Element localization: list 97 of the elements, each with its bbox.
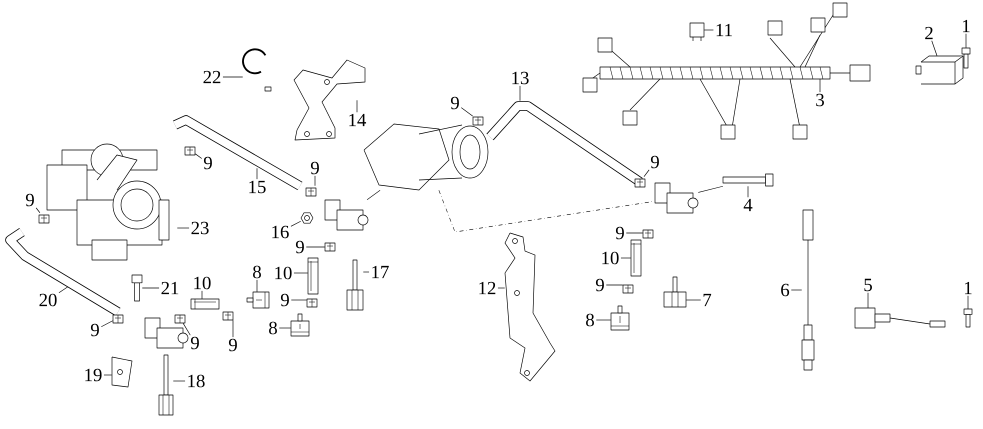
clip-drawing	[472, 116, 484, 126]
callout-number: 9	[228, 338, 237, 352]
callout-number: 5	[864, 278, 872, 292]
leader-line	[290, 220, 302, 227]
leader-line	[314, 176, 316, 186]
assembly-line	[438, 190, 654, 232]
bolt-drawing	[964, 308, 972, 328]
callout-number: 9	[596, 278, 604, 292]
leader-line	[644, 170, 650, 178]
tube-h-drawing	[190, 298, 220, 310]
valve-drawing	[144, 318, 188, 348]
callout-number: 8	[253, 266, 261, 278]
sensor-v-drawing	[802, 210, 814, 370]
bolt-h-drawing	[722, 174, 774, 186]
callout-number: 9	[280, 294, 289, 306]
valve-drawing	[324, 200, 368, 230]
nut-drawing	[300, 212, 314, 224]
sensor-h-drawing	[854, 308, 946, 328]
callout-number: 17	[372, 266, 389, 278]
callout-number: 8	[586, 314, 594, 326]
clip-drawing	[324, 242, 336, 252]
leader-line	[256, 280, 258, 292]
callout-number: 23	[191, 222, 209, 234]
relay-drawing	[916, 56, 964, 84]
callout-number: 21	[161, 282, 178, 294]
bracket-top-drawing	[294, 60, 366, 140]
leader-line	[626, 232, 644, 234]
callout-number: 10	[602, 252, 619, 264]
leader-line	[104, 374, 112, 376]
callout-number: 2	[925, 26, 933, 40]
callout-number: 9	[296, 240, 304, 254]
callout-number: 9	[310, 162, 319, 174]
clip-drawing	[634, 178, 646, 188]
leader-line	[606, 284, 624, 286]
connector-drawing	[346, 260, 364, 310]
callout-number: 9	[450, 96, 459, 110]
leader-line	[232, 320, 234, 338]
bolt-drawing	[962, 48, 970, 68]
callout-number: 13	[512, 72, 529, 84]
small-bracket-drawing	[112, 356, 132, 388]
callout-number: 19	[85, 368, 102, 382]
leader-line	[294, 272, 308, 274]
callout-number: 6	[781, 284, 790, 296]
wire-harness-drawing	[582, 2, 870, 140]
clip-drawing	[112, 314, 124, 324]
leader-line	[460, 107, 474, 116]
leader-line	[194, 153, 202, 159]
valve-drawing	[654, 182, 698, 214]
tube-v-drawing	[308, 258, 318, 294]
leader-line	[931, 40, 938, 56]
callout-number: 10	[275, 266, 292, 280]
callout-number: 8	[269, 322, 277, 334]
cap-v-drawing	[290, 314, 310, 336]
clip-drawing	[622, 284, 634, 294]
callout-number: 1	[962, 20, 970, 32]
leader-line	[182, 322, 191, 336]
bracket-tall-drawing	[504, 232, 556, 382]
callout-number: 18	[188, 374, 205, 388]
leader-line	[256, 168, 258, 180]
assembly-line	[366, 190, 380, 200]
clip-drawing	[174, 314, 186, 324]
clip-drawing	[306, 298, 318, 308]
leader-line	[58, 286, 68, 294]
leader-line	[222, 76, 244, 78]
callout-number: 4	[744, 198, 752, 212]
leader-line	[306, 246, 326, 248]
callout-number: 16	[272, 226, 289, 238]
connector-drawing	[158, 354, 174, 416]
connector-drawing	[664, 276, 686, 308]
bolt-drawing	[132, 274, 142, 302]
cap-h-drawing	[246, 292, 270, 308]
callout-number: 10	[194, 276, 211, 290]
assembly-line	[698, 186, 724, 193]
callout-number: 9	[190, 336, 199, 350]
leader-line	[100, 320, 114, 328]
callout-number: 12	[479, 282, 496, 294]
callout-number: 9	[616, 226, 624, 240]
leader-line	[356, 100, 358, 113]
cap-v-drawing	[610, 306, 630, 330]
clip-drawing	[38, 214, 50, 224]
callout-number: 22	[203, 70, 220, 84]
leader-line	[36, 208, 40, 214]
callout-number: 7	[704, 294, 712, 306]
clip-drawing	[642, 230, 654, 238]
carburetor-drawing	[46, 144, 170, 260]
clip-drawing	[306, 188, 316, 196]
callout-number: 14	[349, 114, 366, 126]
tube-v-drawing	[630, 240, 642, 276]
callout-number: 15	[249, 180, 266, 194]
callout-number: 9	[650, 156, 659, 168]
leader-line	[172, 380, 186, 382]
clamp-ring-drawing	[242, 48, 272, 92]
callout-number: 1	[964, 282, 972, 294]
small-relay-drawing	[690, 22, 704, 42]
callout-number: 9	[90, 324, 99, 336]
clip-drawing	[222, 312, 234, 320]
callout-number: 9	[26, 194, 34, 206]
